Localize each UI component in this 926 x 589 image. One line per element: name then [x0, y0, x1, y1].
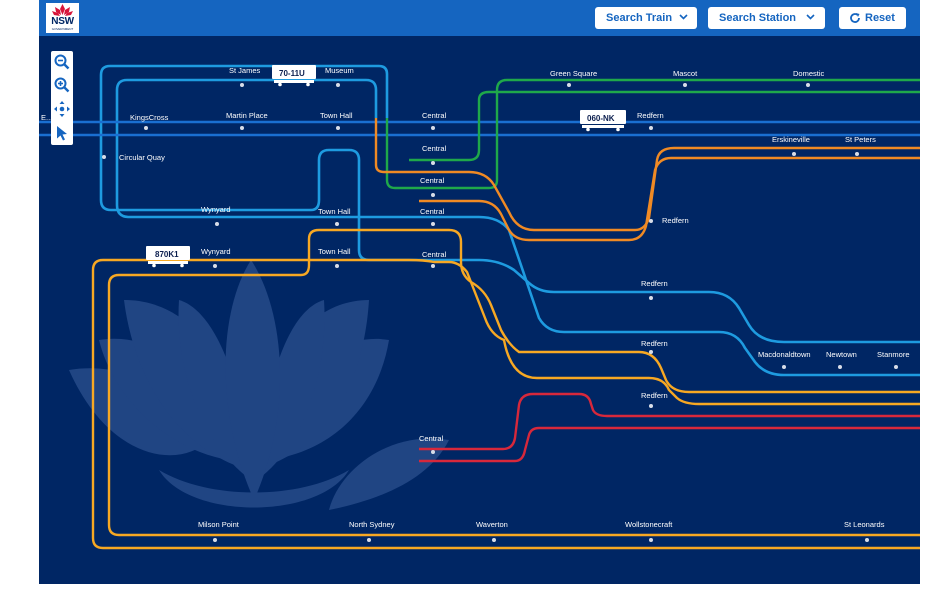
chevron-down-icon — [679, 12, 688, 25]
station-redfern-2[interactable]: Redfern — [662, 216, 689, 225]
station-st-leonards[interactable]: St Leonards — [844, 520, 885, 529]
line-yellow-2[interactable] — [91, 258, 920, 550]
station-edgecliff[interactable]: E...f — [41, 113, 55, 122]
top-bar: NSW GOVERNMENT Search Train Search Stati… — [39, 0, 920, 36]
line-city-circle[interactable] — [99, 64, 389, 118]
refresh-icon — [849, 12, 861, 27]
train-id-060-nk: 060-NK — [587, 114, 615, 123]
station-wynyard-2[interactable]: Wynyard — [201, 247, 231, 256]
line-red-2[interactable] — [419, 426, 920, 463]
station-redfern-1[interactable]: Redfern — [637, 111, 664, 120]
search-train-label: Search Train — [606, 12, 673, 24]
station-martin-place[interactable]: Martin Place — [226, 111, 268, 120]
station-circular-quay[interactable]: Circular Quay — [119, 153, 165, 162]
station-kings-cross[interactable]: KingsCross — [130, 113, 169, 122]
map-toolbox — [51, 51, 73, 145]
station-green-square[interactable]: Green Square — [550, 69, 597, 78]
station-labels: St James Museum Green Square Mascot Dome… — [41, 66, 910, 529]
station-museum[interactable]: Museum — [325, 66, 354, 75]
station-central-4[interactable]: Central — [420, 207, 445, 216]
station-domestic[interactable]: Domestic — [793, 69, 825, 78]
search-train-dropdown[interactable]: Search Train — [595, 7, 697, 29]
station-milsons-point[interactable]: Milson Point — [198, 520, 240, 529]
station-north-sydney[interactable]: North Sydney — [349, 520, 395, 529]
line-yellow[interactable] — [107, 228, 920, 537]
line-light-blue-inner[interactable] — [115, 90, 920, 377]
station-newtown[interactable]: Newtown — [826, 350, 857, 359]
line-red[interactable] — [419, 392, 920, 451]
station-central-2[interactable]: Central — [422, 144, 447, 153]
station-dots — [102, 83, 898, 542]
station-central-1[interactable]: Central — [422, 111, 447, 120]
station-central-6[interactable]: Central — [419, 434, 444, 443]
line-orange-2[interactable] — [419, 156, 920, 242]
logo-subtext: GOVERNMENT — [51, 27, 74, 31]
station-wollstonecraft[interactable]: Wollstonecraft — [625, 520, 673, 529]
station-macdonaldtown[interactable]: Macdonaldtown — [758, 350, 811, 359]
line-orange[interactable] — [374, 118, 920, 232]
train-id-70-11u: 70-11U — [279, 69, 305, 78]
train-marker-870k1[interactable]: 870K1 — [146, 246, 190, 268]
network-map[interactable]: St James Museum Green Square Mascot Dome… — [39, 0, 920, 584]
chevron-down-icon — [806, 12, 815, 25]
line-green-2[interactable] — [409, 90, 920, 162]
pan-icon[interactable] — [53, 100, 71, 118]
station-redfern-5[interactable]: Redfern — [641, 391, 668, 400]
train-id-870k1: 870K1 — [155, 250, 179, 259]
station-redfern-4[interactable]: Redfern — [641, 339, 668, 348]
reset-label: Reset — [865, 12, 895, 24]
station-town-hall-2[interactable]: Town Hall — [318, 207, 351, 216]
station-stanmore[interactable]: Stanmore — [877, 350, 910, 359]
train-marker-060-nk[interactable]: 060-NK — [580, 110, 626, 132]
waratah-watermark — [69, 260, 449, 510]
station-central-5[interactable]: Central — [422, 250, 447, 259]
station-town-hall-3[interactable]: Town Hall — [318, 247, 351, 256]
line-light-blue-west[interactable] — [99, 95, 920, 344]
station-waverton[interactable]: Waverton — [476, 520, 508, 529]
select-pointer-icon[interactable] — [53, 124, 71, 142]
nsw-government-logo: NSW GOVERNMENT — [46, 3, 79, 33]
station-redfern-3[interactable]: Redfern — [641, 279, 668, 288]
station-erskineville[interactable]: Erskineville — [772, 135, 810, 144]
line-city-circle-inner[interactable] — [115, 78, 378, 118]
train-marker-70-11u[interactable]: 70-11U — [272, 65, 316, 87]
station-st-james[interactable]: St James — [229, 66, 261, 75]
search-station-label: Search Station — [719, 12, 797, 24]
map-frame: St James Museum Green Square Mascot Dome… — [39, 0, 920, 584]
station-central-3[interactable]: Central — [420, 176, 445, 185]
zoom-out-icon[interactable] — [53, 53, 71, 71]
zoom-in-icon[interactable] — [53, 76, 71, 94]
station-st-peters[interactable]: St Peters — [845, 135, 876, 144]
logo-text: NSW — [51, 16, 74, 27]
station-wynyard-1[interactable]: Wynyard — [201, 205, 231, 214]
station-mascot[interactable]: Mascot — [673, 69, 698, 78]
station-town-hall-1[interactable]: Town Hall — [320, 111, 353, 120]
reset-button[interactable]: Reset — [839, 7, 906, 29]
waratah-logo-icon — [52, 4, 73, 16]
search-station-dropdown[interactable]: Search Station — [708, 7, 825, 29]
